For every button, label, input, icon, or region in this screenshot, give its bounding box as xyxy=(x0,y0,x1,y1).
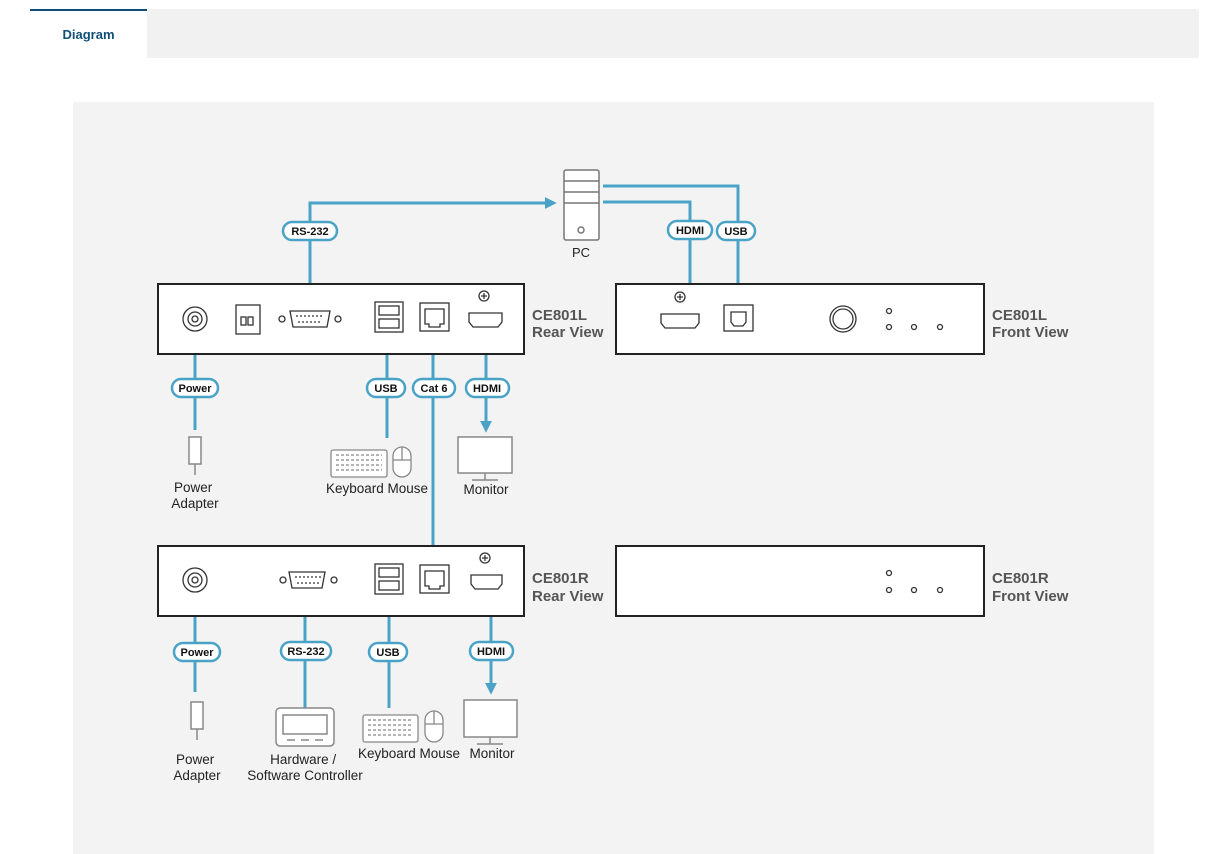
rs232-remote-pill-text: RS-232 xyxy=(287,646,324,658)
rj45-port-icon xyxy=(419,302,450,332)
controller-remote-label: Hardware / Software Controller xyxy=(247,752,363,783)
pc-tower-icon xyxy=(563,169,600,241)
keyboard-mouse-local-label: Keyboard Mouse xyxy=(326,481,428,496)
front-usb-b-port-icon xyxy=(723,304,754,332)
usb-pc-cable xyxy=(603,184,740,306)
ce801r-rear-title: CE801R Rear View xyxy=(532,570,604,605)
power-adapter-remote-line1: Power xyxy=(176,752,215,767)
ce801r-rear-title-view: Rear View xyxy=(532,588,604,605)
power-remote-pill: Power xyxy=(172,641,222,663)
monitor-local-label: Monitor xyxy=(463,482,509,497)
cat6-pill-text: Cat 6 xyxy=(421,383,448,395)
power-adapter-local-icon xyxy=(188,436,202,475)
ce801l-front-title-view: Front View xyxy=(992,324,1069,341)
power-adapter-remote-icon xyxy=(190,701,204,740)
power-adapter-remote-label: Power Adapter xyxy=(173,752,221,783)
usb-pc-pill: USB xyxy=(715,220,757,242)
rs232-top-pill-text: RS-232 xyxy=(291,226,328,238)
rs232-remote-pill: RS-232 xyxy=(279,640,333,662)
remote-rs232-port-icon xyxy=(279,571,338,589)
ce801l-rear-ports xyxy=(182,290,503,335)
usb-local-pill-text: USB xyxy=(374,383,397,395)
rs232-top-pill: RS-232 xyxy=(281,220,339,242)
usb-pc-pill-text: USB xyxy=(724,226,747,238)
usb-remote-pill-text: USB xyxy=(376,647,399,659)
remote-hdmi-port-icon xyxy=(470,552,503,590)
front-hdmi-port-icon xyxy=(660,291,700,329)
hdmi-pc-pill: HDMI xyxy=(666,219,714,241)
hdmi-remote-pill: HDMI xyxy=(468,640,515,662)
power-adapter-local-label: Power Adapter xyxy=(171,480,219,511)
ce801r-rear-box xyxy=(157,545,525,617)
monitor-remote-label: Monitor xyxy=(469,746,515,761)
ce801r-front-title-view: Front View xyxy=(992,588,1069,605)
hdmi-pc-cable xyxy=(603,200,696,315)
front-led-icons xyxy=(885,307,944,331)
cable-labels: RS-232 HDMI USB Power USB Cat 6 HDMI Pow… xyxy=(170,219,757,663)
power-jack-icon xyxy=(182,306,208,332)
power-local-pill-text: Power xyxy=(178,383,212,395)
power-adapter-local-line1: Power xyxy=(174,480,213,495)
controller-remote-icon xyxy=(275,707,335,747)
ce801r-front-title-model: CE801R xyxy=(992,570,1049,587)
front-button-icon xyxy=(829,305,857,333)
monitor-local-icon xyxy=(457,436,513,481)
cat6-pill: Cat 6 xyxy=(411,377,457,399)
ce801r-rear-title-model: CE801R xyxy=(532,570,589,587)
tab-diagram-label: Diagram xyxy=(62,27,115,42)
hdmi-remote-pill-text: HDMI xyxy=(477,646,505,658)
remote-power-jack-icon xyxy=(182,567,208,593)
power-local-pill: Power xyxy=(170,377,220,399)
ce801r-rear-ports xyxy=(182,552,503,595)
rs232-top-cable xyxy=(308,197,557,308)
ce801l-front-title: CE801L Front View xyxy=(992,307,1069,341)
usb-port-icon xyxy=(374,301,404,333)
diagram-panel xyxy=(73,102,1154,854)
monitor-remote-icon xyxy=(463,699,518,745)
dip-switch-icon xyxy=(235,304,261,335)
controller-remote-line1: Hardware / xyxy=(270,752,336,767)
keyboard-mouse-remote-icon xyxy=(362,710,444,743)
ce801l-rear-title: CE801L Rear View xyxy=(532,307,604,341)
rs232-port-icon xyxy=(278,310,342,328)
hdmi-local-pill: HDMI xyxy=(464,377,511,399)
ce801l-rear-title-model: CE801L xyxy=(532,307,587,324)
usb-remote-pill: USB xyxy=(367,641,409,663)
ce801l-front-title-model: CE801L xyxy=(992,307,1047,324)
remote-rj45-port-icon xyxy=(419,564,450,594)
power-adapter-local-line2: Adapter xyxy=(171,496,219,511)
tab-diagram[interactable]: Diagram xyxy=(30,9,147,58)
usb-local-pill: USB xyxy=(365,377,407,399)
ce801l-rear-title-view: Rear View xyxy=(532,324,604,341)
keyboard-mouse-remote-label: Keyboard Mouse xyxy=(358,746,460,761)
remote-front-led-icons xyxy=(885,569,944,594)
pc-label: PC xyxy=(572,245,590,260)
ce801l-front-box xyxy=(615,283,985,355)
ce801l-front-ports xyxy=(660,291,944,333)
power-adapter-remote-line2: Adapter xyxy=(173,768,221,783)
ce801r-front-box xyxy=(615,545,985,617)
hdmi-local-pill-text: HDMI xyxy=(473,383,501,395)
power-remote-pill-text: Power xyxy=(180,647,214,659)
hdmi-port-icon xyxy=(468,290,503,328)
remote-usb-port-icon xyxy=(374,563,404,595)
ce801r-front-title: CE801R Front View xyxy=(992,570,1069,605)
controller-remote-line2: Software Controller xyxy=(247,768,363,783)
hdmi-pc-pill-text: HDMI xyxy=(676,225,704,237)
keyboard-mouse-local-icon xyxy=(330,446,412,478)
tab-bar xyxy=(30,9,1199,58)
